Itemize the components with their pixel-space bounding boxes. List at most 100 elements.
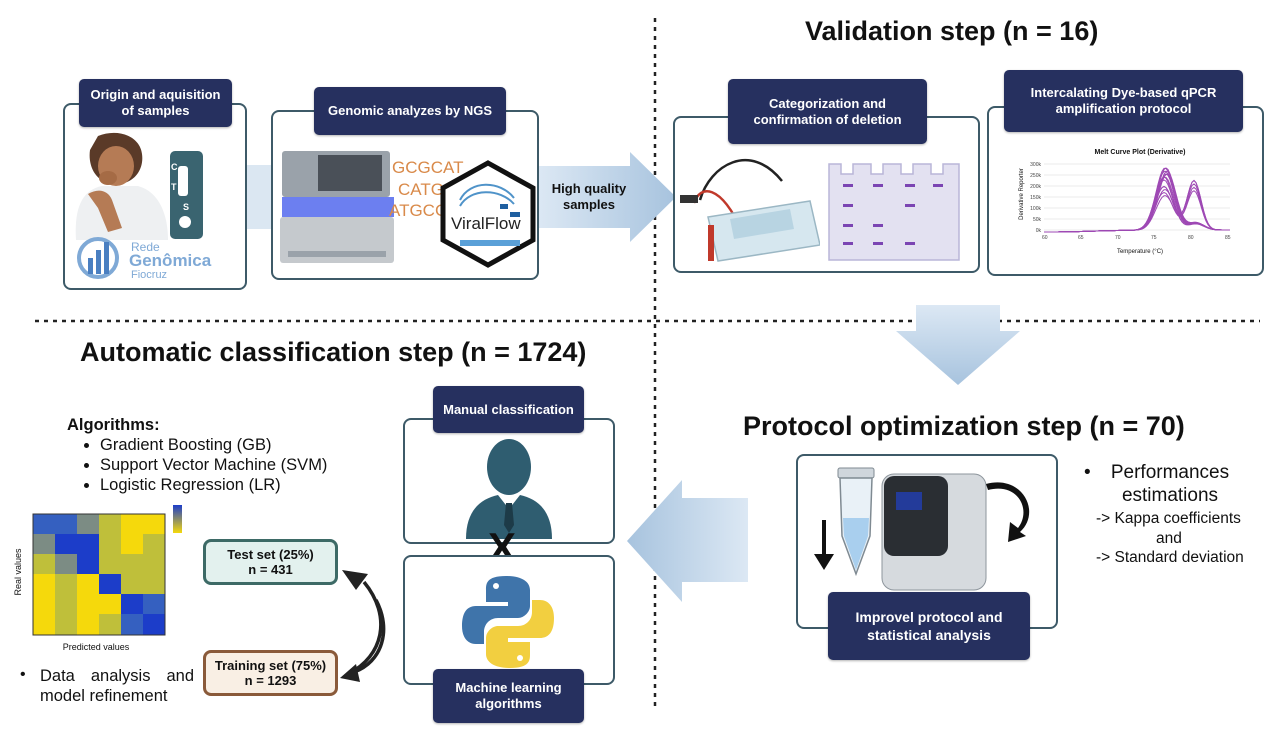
- confusion-cell: [77, 574, 99, 595]
- algorithm-item: Logistic Regression (LR): [100, 475, 327, 495]
- confusion-cell: [99, 574, 121, 595]
- confusion-cell: [55, 514, 77, 535]
- melt-xtick: 75: [1151, 235, 1157, 241]
- automatic-heading: Automatic classification step (n = 1724): [80, 337, 587, 367]
- confusion-cell: [143, 534, 165, 555]
- performance-title-text: Performances estimations: [1110, 462, 1230, 506]
- melt-xtick: 65: [1078, 235, 1084, 241]
- melt-chart-xlabel: Temperature (°C): [1116, 249, 1164, 255]
- algorithms-items: Gradient Boosting (GB) Support Vector Ma…: [66, 435, 327, 495]
- confusion-cell: [55, 594, 77, 615]
- melt-xtick: 80: [1188, 235, 1194, 241]
- improved-protocol-label: Improvel protocol and statistical analys…: [828, 592, 1030, 660]
- confusion-cell: [121, 614, 143, 635]
- rede-genomica-logo-icon: [77, 237, 119, 279]
- confusion-cell: [33, 574, 55, 595]
- melt-chart-title: Melt Curve Plot (Derivative): [1094, 149, 1186, 156]
- confusion-cell: [143, 514, 165, 535]
- confusion-cell: [77, 534, 99, 555]
- python-logo-icon: [462, 576, 554, 668]
- confusion-cell: [77, 594, 99, 615]
- ngs-label: Genomic analyzes by NGS: [314, 87, 506, 135]
- confusion-cell: [121, 574, 143, 595]
- confusion-cell: [99, 514, 121, 535]
- logo-fiocruz: Fiocruz: [131, 269, 168, 281]
- confusion-xlabel: Predicted values: [62, 642, 130, 652]
- melt-ytick: 200k: [1030, 184, 1041, 190]
- confusion-matrix: [32, 513, 166, 636]
- melt-ytick: 50k: [1033, 217, 1042, 223]
- cycle-arrows: [340, 570, 386, 682]
- confusion-colorbar: [173, 505, 182, 533]
- melt-curve: [1044, 167, 1230, 233]
- logo-rede: Rede: [131, 240, 160, 254]
- algorithms-list: Algorithms: Gradient Boosting (GB) Suppo…: [66, 415, 327, 495]
- melt-curve-chart: 60 65 70 75 80 85: [1042, 163, 1231, 241]
- confusion-cell: [77, 614, 99, 635]
- ml-label: Machine learning algorithms: [433, 669, 584, 723]
- connector-band: [246, 165, 272, 229]
- dna-sequence-3: ATGCG: [389, 201, 449, 220]
- test-set-box: Test set (25%) n = 431: [203, 539, 338, 585]
- viralflow-hexagon-icon: [440, 160, 536, 268]
- confusion-cell: [99, 554, 121, 575]
- melt-curve: [1044, 176, 1230, 233]
- confusion-cell: [99, 594, 121, 615]
- viralflow-text: ViralFlow: [451, 214, 521, 233]
- algorithms-title: Algorithms:: [67, 416, 160, 434]
- confusion-cell: [143, 614, 165, 635]
- confusion-cell: [55, 554, 77, 575]
- test-strip-t: T: [171, 182, 177, 192]
- confusion-cell: [121, 554, 143, 575]
- confusion-cell: [33, 614, 55, 635]
- test-strip-c: C: [171, 162, 178, 172]
- categorization-label: Categorization and confirmation of delet…: [728, 79, 927, 144]
- algorithm-item: Support Vector Machine (SVM): [100, 455, 327, 475]
- confusion-cell: [121, 594, 143, 615]
- performance-bullet-icon: •: [1084, 462, 1091, 483]
- training-set-label: Training set (75%): [214, 658, 327, 673]
- data-analysis-bullet-icon: •: [20, 666, 26, 683]
- data-analysis-text: Data analysis and model refinement: [40, 667, 194, 705]
- confusion-cell: [77, 554, 99, 575]
- confusion-cell: [33, 514, 55, 535]
- down-arrow: [896, 305, 1020, 385]
- tube-and-thermocycler-illustration: [814, 467, 1030, 591]
- training-set-box: Training set (75%) n = 1293: [203, 650, 338, 696]
- validation-heading: Validation step (n = 16): [805, 16, 1099, 46]
- test-strip-well: [179, 216, 191, 228]
- high-quality-arrow: [538, 152, 676, 242]
- performance-title: • Performances estimations: [1084, 461, 1254, 507]
- confusion-ylabel: Real values: [13, 548, 23, 596]
- melt-ytick: 150k: [1030, 195, 1041, 201]
- dna-sequence-1: GCGCAT: [392, 158, 464, 177]
- test-strip-s: S: [183, 202, 190, 212]
- melt-ytick: 250k: [1030, 173, 1041, 179]
- manual-label: Manual classification: [433, 386, 584, 433]
- sequencer-illustration: [280, 151, 394, 263]
- patient-illustration: [75, 132, 168, 240]
- confusion-cell: [99, 614, 121, 635]
- confusion-cell: [33, 554, 55, 575]
- confusion-cell: [77, 514, 99, 535]
- performance-line1: -> Kappa coefficients: [1096, 510, 1241, 527]
- performance-line3: -> Standard deviation: [1096, 549, 1244, 566]
- confusion-cell: [121, 534, 143, 555]
- confusion-cell: [55, 614, 77, 635]
- confusion-cell: [33, 594, 55, 615]
- melt-curve: [1044, 170, 1230, 233]
- qpcr-label: Intercalating Dye-based qPCR amplificati…: [1004, 70, 1243, 132]
- origin-label: Origin and aquisition of samples: [79, 79, 232, 127]
- performance-line2: and: [1156, 530, 1182, 547]
- algorithm-item: Gradient Boosting (GB): [100, 435, 327, 455]
- person-silhouette-icon: [466, 439, 552, 539]
- electrophoresis-illustration: [680, 159, 820, 262]
- melt-curve: [1044, 170, 1230, 233]
- test-strip-window: [178, 166, 188, 196]
- high-quality-label: High quality samples: [551, 181, 627, 212]
- melt-xtick: 85: [1225, 235, 1231, 241]
- confusion-cell: [143, 574, 165, 595]
- confusion-cell: [33, 534, 55, 555]
- melt-yticks: 300k 250k 200k 150k 100k 50k 0k: [1030, 162, 1042, 234]
- confusion-cell: [143, 594, 165, 615]
